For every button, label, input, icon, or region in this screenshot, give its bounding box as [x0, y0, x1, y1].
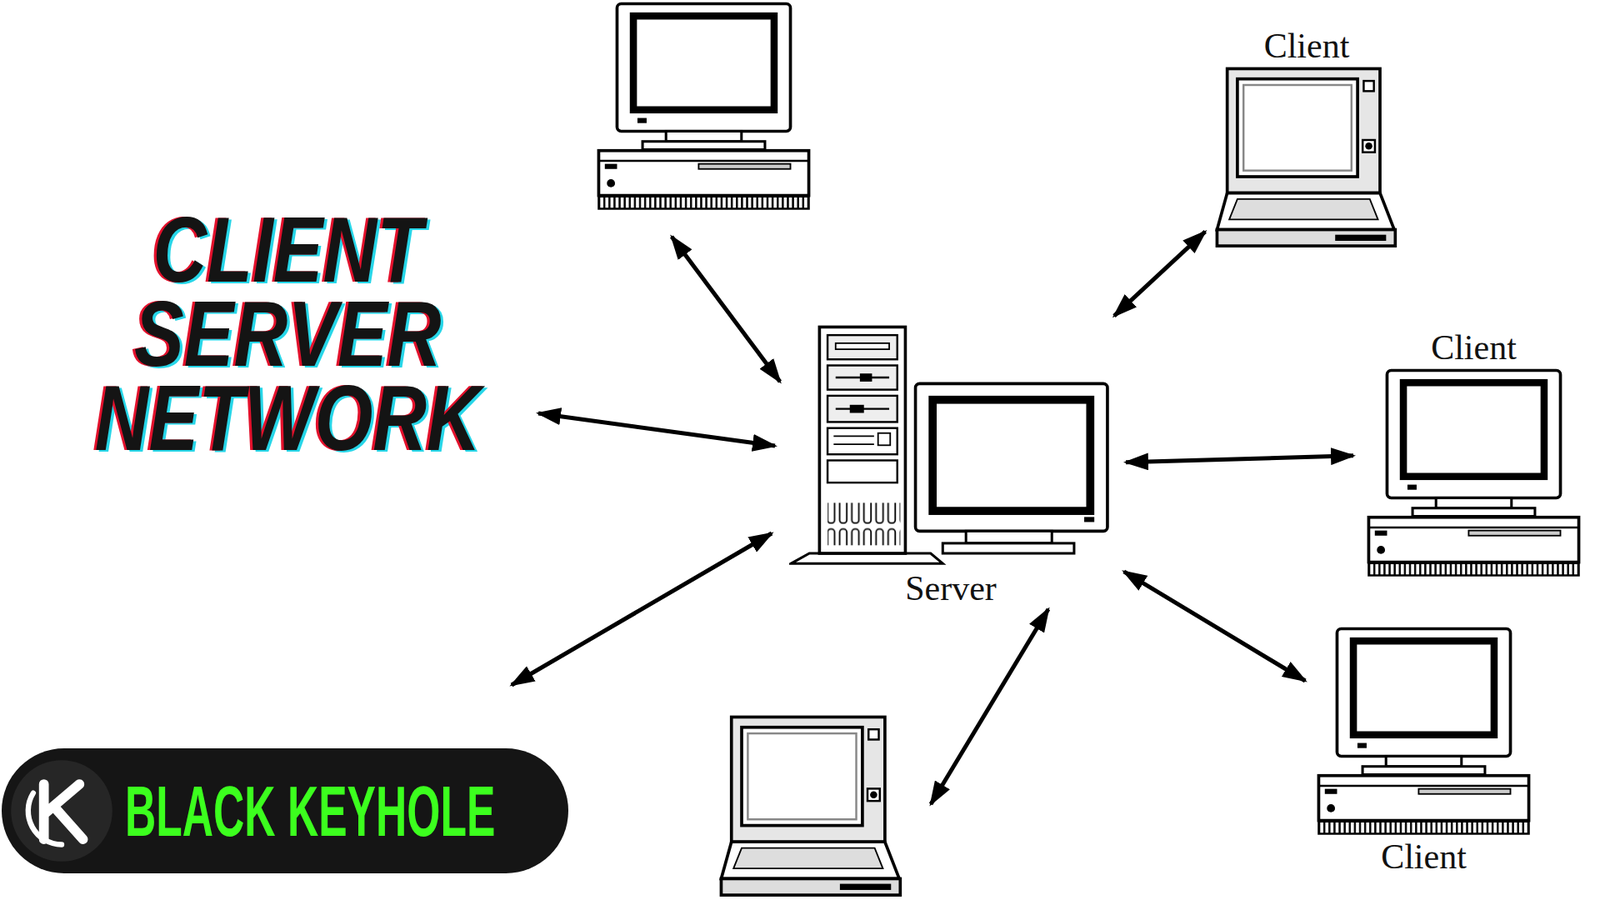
computer-icon: [789, 325, 1113, 568]
computer-icon: [1215, 66, 1399, 250]
node-label: Server: [905, 567, 997, 610]
computer-node: Client: [1316, 626, 1531, 878]
brand-logo: [8, 757, 115, 865]
computer-node: Client: [1215, 25, 1399, 250]
link-arrow: [1125, 455, 1354, 463]
node-label: Client: [1264, 25, 1350, 67]
link-arrow: [511, 533, 772, 685]
brand-name: BLACK KEYHOLE: [125, 775, 495, 847]
computer-icon: [1366, 368, 1581, 578]
title-block: CLIENT SERVER NETWORK: [33, 208, 542, 460]
client-desktop: [598, 4, 809, 210]
link-arrow: [1114, 231, 1205, 316]
diagram-title: CLIENT SERVER NETWORK: [95, 208, 481, 460]
client-laptop: [720, 716, 900, 895]
brand-badge: BLACK KEYHOLE: [1, 748, 569, 874]
link-arrow: [671, 236, 780, 382]
link-arrow: [1124, 571, 1306, 681]
computer-node: Server: [789, 325, 1113, 610]
node-label: Client: [1380, 835, 1467, 878]
computer-icon: [1316, 626, 1531, 836]
computer-node: Client: [1366, 326, 1581, 578]
link-arrow: [930, 609, 1049, 805]
link-arrow: [538, 413, 775, 446]
node-label: Client: [1430, 326, 1517, 369]
